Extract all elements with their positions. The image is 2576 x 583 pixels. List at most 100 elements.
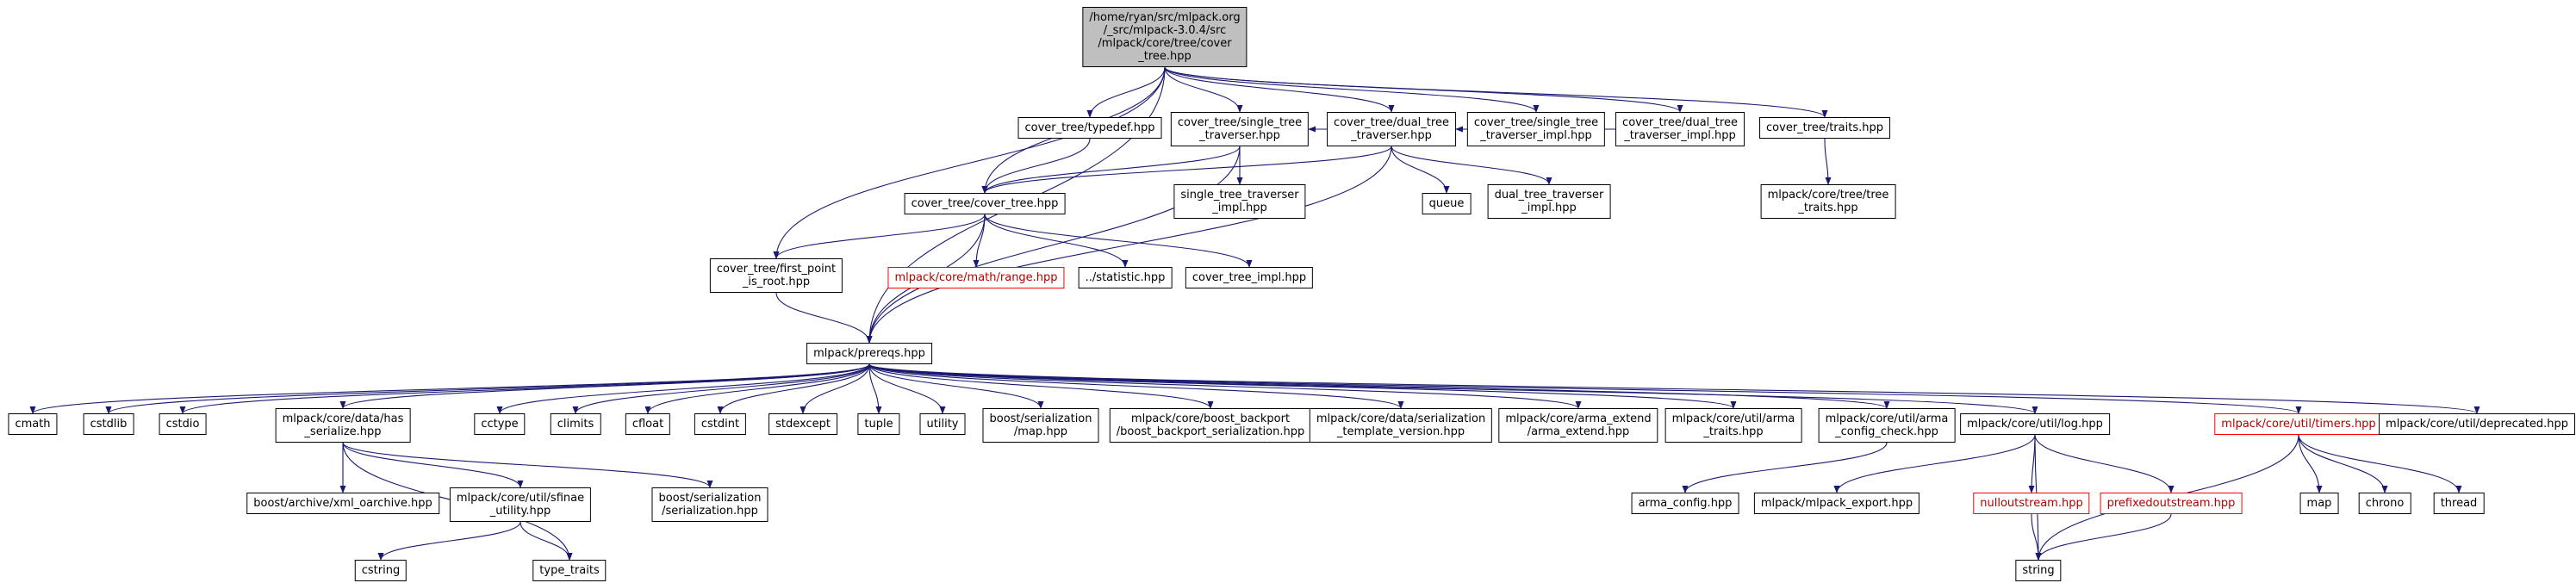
include-edge <box>868 363 2480 414</box>
node-single-tree-traverser-impl[interactable]: cover_tree/single_tree _traverser_impl.h… <box>1466 112 1606 146</box>
node-timers[interactable]: mlpack/core/util/timers.hpp <box>2214 413 2383 435</box>
node-deprecated[interactable]: mlpack/core/util/deprecated.hpp <box>2379 413 2575 435</box>
node-first-point-is-root[interactable]: cover_tree/first_point _is_root.hpp <box>709 258 843 293</box>
include-edge <box>800 363 870 414</box>
include-edge <box>973 214 986 268</box>
node-cover-tree-inner[interactable]: cover_tree/cover_tree.hpp <box>904 193 1066 214</box>
node-boost-serialization-map: boost/serialization /map.hpp <box>982 408 1099 443</box>
include-edge <box>1164 66 1828 118</box>
include-edge <box>866 146 1241 344</box>
node-nulloutstream[interactable]: nulloutstream.hpp <box>1973 493 2090 514</box>
node-cctype: cctype <box>474 413 526 435</box>
include-edge <box>2298 434 2323 493</box>
include-edge <box>2298 434 2462 493</box>
node-has-serialize[interactable]: mlpack/core/data/has _serialize.hpp <box>275 408 411 443</box>
node-single-tree-traverser[interactable]: cover_tree/single_tree _traverser.hpp <box>1170 112 1310 146</box>
include-edge <box>2298 434 2388 493</box>
include-edge <box>2028 434 2036 493</box>
include-edge <box>868 363 1582 409</box>
include-edge <box>868 363 1214 409</box>
node-chrono: chrono <box>2358 493 2411 514</box>
node-tree-traits[interactable]: mlpack/core/tree/tree _traits.hpp <box>1760 184 1896 219</box>
include-edge <box>105 363 870 414</box>
node-string: string <box>2015 560 2062 581</box>
node-tuple: tuple <box>857 413 900 435</box>
include-edge <box>2035 513 2172 561</box>
include-edge <box>1164 66 1540 113</box>
include-edge <box>1391 146 1552 185</box>
include-edge <box>644 363 870 414</box>
node-cstdint: cstdint <box>694 413 747 435</box>
include-edge <box>342 442 713 488</box>
include-edge <box>1164 66 1243 113</box>
include-edge <box>2034 434 2175 493</box>
include-edge <box>981 146 1392 194</box>
include-edge <box>29 363 870 414</box>
include-edge <box>868 363 946 414</box>
node-log[interactable]: mlpack/core/util/log.hpp <box>1960 413 2110 435</box>
node-cstdio: cstdio <box>159 413 207 435</box>
include-edge <box>342 442 524 488</box>
include-edge <box>1164 66 1395 113</box>
node-cover-tree-impl[interactable]: cover_tree_impl.hpp <box>1185 267 1314 288</box>
node-mlpack-export: mlpack/mlpack_export.hpp <box>1753 493 1920 514</box>
include-edge <box>984 214 1129 268</box>
include-edge <box>868 363 2302 414</box>
node-single-tree-traverser-impl-inner[interactable]: single_tree_traverser _impl.hpp <box>1173 184 1306 219</box>
include-edge <box>520 521 573 561</box>
include-edge <box>773 214 986 259</box>
include-edge <box>866 146 1392 344</box>
node-thread: thread <box>2433 493 2485 514</box>
include-edge <box>981 138 1091 194</box>
include-edge <box>717 363 870 414</box>
node-statistic[interactable]: ../statistic.hpp <box>1078 267 1173 288</box>
include-edge <box>1824 138 1832 185</box>
include-edge <box>868 363 2038 414</box>
node-map: map <box>2299 493 2339 514</box>
node-cstring: cstring <box>354 560 408 581</box>
node-sfinae-utility[interactable]: mlpack/core/util/sfinae _utility.hpp <box>449 487 592 522</box>
node-dual-tree-traverser[interactable]: cover_tree/dual_tree _traverser.hpp <box>1327 112 1456 146</box>
node-queue: queue <box>1422 193 1472 214</box>
node-arma-config: arma_config.hpp <box>1631 493 1739 514</box>
node-dual-tree-traverser-impl-inner[interactable]: dual_tree_traverser _impl.hpp <box>1487 184 1611 219</box>
node-serialization-template-version[interactable]: mlpack/core/data/serialization _template… <box>1309 408 1493 443</box>
include-edge <box>339 363 870 409</box>
node-cmath: cmath <box>8 413 58 435</box>
node-stdexcept: stdexcept <box>768 413 837 435</box>
include-edge <box>868 363 1404 409</box>
node-type-traits: type_traits <box>532 560 607 581</box>
node-boost-serialization: boost/serialization /serialization.hpp <box>651 487 768 522</box>
node-arma-config-check[interactable]: mlpack/core/util/arma _config_check.hpp <box>1818 408 1956 443</box>
include-edge <box>984 214 1253 268</box>
include-edge <box>179 363 870 414</box>
node-cover-tree-typedef[interactable]: cover_tree/typedef.hpp <box>1017 117 1162 139</box>
node-prereqs[interactable]: mlpack/prereqs.hpp <box>806 343 932 364</box>
node-xml-oarchive: boost/archive/xml_oarchive.hpp <box>246 493 439 514</box>
node-prefixedoutstream[interactable]: prefixedoutstream.hpp <box>2100 493 2243 514</box>
node-dual-tree-traverser-impl[interactable]: cover_tree/dual_tree _traverser_impl.hpp <box>1615 112 1745 146</box>
node-math-range[interactable]: mlpack/core/math/range.hpp <box>887 267 1065 288</box>
include-edge <box>868 363 1890 409</box>
include-edge <box>868 363 1737 409</box>
include-edge <box>775 292 873 344</box>
node-utility: utility <box>919 413 966 435</box>
include-edge <box>496 363 870 414</box>
node-cfloat: cfloat <box>625 413 671 435</box>
include-edge <box>1086 66 1166 118</box>
node-climits: climits <box>550 413 601 435</box>
include-edge <box>981 146 1241 194</box>
include-edge <box>1682 442 1888 493</box>
include-edge <box>1833 434 2036 493</box>
include-edge <box>572 363 870 414</box>
node-root-cover-tree-hpp: /home/ryan/src/mlpack.org /_src/mlpack-3… <box>1082 7 1248 67</box>
node-arma-extend[interactable]: mlpack/core/arma_extend /arma_extend.hpp <box>1498 408 1658 443</box>
include-edge <box>377 521 521 561</box>
include-edge <box>773 66 1166 259</box>
node-arma-traits[interactable]: mlpack/core/util/arma _traits.hpp <box>1664 408 1802 443</box>
node-boost-backport-serialization[interactable]: mlpack/core/boost_backport /boost_backpo… <box>1109 408 1312 443</box>
include-edge <box>868 363 882 414</box>
node-cover-tree-traits[interactable]: cover_tree/traits.hpp <box>1759 117 1890 139</box>
